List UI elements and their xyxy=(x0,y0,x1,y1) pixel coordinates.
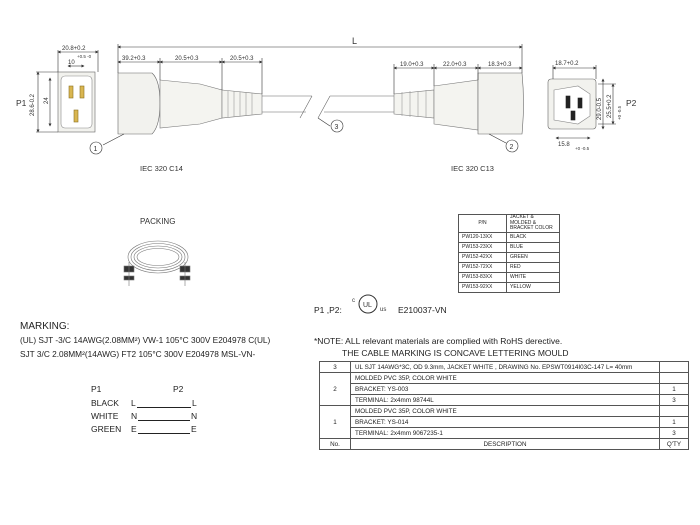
wiring-p1-pin: N xyxy=(131,411,138,421)
rohs-note: *NOTE: ALL relevant materials are compli… xyxy=(314,336,563,346)
dim-p1-height: 28.6-0.2 xyxy=(30,93,36,116)
bom-desc: BRACKET: YS-003 xyxy=(350,383,660,395)
callout-1: 1 xyxy=(94,146,98,153)
dimension-texts: L 20.8+0.2 10 +0.5 -0 28.6-0.2 24 39.2+0… xyxy=(30,36,622,151)
dim-c13-a: 19.0+0.3 xyxy=(400,62,424,68)
dim-p1-height-inner: 24 xyxy=(44,97,50,104)
wiring-color: BLACK xyxy=(91,398,119,408)
cert-ul: UL xyxy=(363,302,372,309)
label-iec-c14: IEC 320 C14 xyxy=(140,164,183,173)
bom-desc: TERMINAL: 2x4mm 98744L xyxy=(350,394,660,406)
wiring-line xyxy=(137,407,191,408)
pn-cell: PW152-42XX xyxy=(458,251,507,263)
bom-desc: BRACKET: YS-014 xyxy=(350,416,660,428)
dim-c14-b: 20.5+0.3 xyxy=(175,56,199,62)
marking-note: THE CABLE MARKING IS CONCAVE LETTERING M… xyxy=(342,348,569,358)
wiring-line xyxy=(138,420,190,421)
pn-cell: PW153-92XX xyxy=(458,281,507,293)
bom-desc: TERMINAL: 2x4mm 9067235-1 xyxy=(350,427,660,439)
bom-no: 3 xyxy=(319,361,351,373)
bom-header-no: No. xyxy=(319,438,351,450)
dim-l: L xyxy=(352,36,357,46)
bom-qty xyxy=(659,372,689,384)
bom-qty xyxy=(659,405,689,417)
dim-p1-inner: 10 xyxy=(68,60,75,66)
connector-c14 xyxy=(117,72,263,135)
bom-no: 2 xyxy=(319,372,351,406)
bom-qty: 3 xyxy=(659,394,689,406)
wiring-p2-pin: E xyxy=(191,424,197,434)
marking-line-2: SJT 3/C 2.08MM²(14AWG) FT2 105°C 300V E2… xyxy=(20,349,256,359)
wiring-p2-pin: N xyxy=(191,411,198,421)
dim-p1-width: 20.8+0.2 xyxy=(62,46,86,52)
bom-no: 1 xyxy=(319,405,351,439)
bom-qty: 3 xyxy=(659,427,689,439)
dim-p2-bottom-tol: +0 -0.5 xyxy=(575,146,590,151)
pn-header: P/N xyxy=(458,214,507,233)
bom-qty: 1 xyxy=(659,416,689,428)
part-number-table: P/N JACKET & MOLDED & BRACKET COLOR PW12… xyxy=(458,214,560,293)
wiring-p2-header: P2 xyxy=(173,384,184,394)
p2-face-view xyxy=(547,65,616,140)
wiring-p1-header: P1 xyxy=(91,384,102,394)
wiring-color: GREEN xyxy=(91,424,122,434)
wiring-p2-pin: L xyxy=(192,398,197,408)
label-p2: P2 xyxy=(626,98,637,108)
bom-header-desc: DESCRIPTION xyxy=(350,438,660,450)
wiring-line xyxy=(138,433,190,434)
callout-2: 2 xyxy=(510,144,514,151)
drawing-labels: P1 P2 IEC 320 C14 IEC 320 C13 1 2 3 PACK… xyxy=(16,98,637,313)
ul-certification-mark xyxy=(358,294,378,314)
dim-c13-b: 22.0+0.3 xyxy=(443,62,467,68)
color-header: JACKET & MOLDED & BRACKET COLOR xyxy=(506,214,560,233)
marking-title: MARKING: xyxy=(20,321,70,332)
dim-p2-bottom: 15.8 xyxy=(558,142,570,148)
cert-us: us xyxy=(380,307,386,313)
dim-c14-c: 20.5+0.3 xyxy=(230,56,254,62)
pn-cell: PW120-13XX xyxy=(458,231,507,243)
pn-cell: PW153-83XX xyxy=(458,271,507,283)
pn-cell: PW152-72XX xyxy=(458,261,507,273)
color-cell: YELLOW xyxy=(506,281,560,293)
dim-p1-inner-tol: +0.5 -0 xyxy=(77,54,92,59)
color-cell: WHITE xyxy=(506,271,560,283)
cert-prefix: P1 ,P2: xyxy=(314,305,342,315)
marking-line-1: (UL) SJT -3/C 14AWG(2.08MM²) VW-1 105°C … xyxy=(20,335,271,345)
color-cell: BLACK xyxy=(506,231,560,243)
dim-c14-a: 39.2+0.3 xyxy=(122,56,146,62)
cert-number: E210037-VN xyxy=(398,305,447,315)
color-cell: BLUE xyxy=(506,241,560,253)
wiring-color: WHITE xyxy=(91,411,119,421)
pn-cell: PW153-23XX xyxy=(458,241,507,253)
dim-p2-h1-tol: +0 -0.5 xyxy=(617,105,622,120)
bom-desc: UL SJT 14AWG*3C, OD 9.3mm, JACKET WHITE … xyxy=(350,361,660,373)
label-p1: P1 xyxy=(16,98,27,108)
color-cell: RED xyxy=(506,261,560,273)
dim-p2-h1: 29.0-0.5 xyxy=(597,97,603,120)
callout-3: 3 xyxy=(335,124,339,131)
bom-desc: MOLDED PVC 35P, COLOR WHITE xyxy=(350,372,660,384)
cable xyxy=(262,95,394,133)
bom-qty xyxy=(659,361,689,373)
dim-p2-width: 18.7+0.2 xyxy=(555,61,579,67)
color-cell: GREEN xyxy=(506,251,560,263)
bom-header-qty: Q'TY xyxy=(659,438,689,450)
bom-desc: MOLDED PVC 35P, COLOR WHITE xyxy=(350,405,660,417)
dim-p2-h2: 25.5+0.2 xyxy=(607,94,613,118)
p1-face-view xyxy=(36,50,99,133)
label-packing: PACKING xyxy=(140,217,175,226)
cert-c: c xyxy=(352,298,355,304)
bom-qty: 1 xyxy=(659,383,689,395)
packing-coil-illustration xyxy=(123,240,191,286)
bom-table: 3 UL SJT 14AWG*3C, OD 9.3mm, JACKET WHIT… xyxy=(319,361,689,450)
wiring-p1-pin: L xyxy=(131,398,136,408)
label-iec-c13: IEC 320 C13 xyxy=(451,164,494,173)
dim-c13-c: 18.3+0.3 xyxy=(488,62,512,68)
wiring-p1-pin: E xyxy=(131,424,137,434)
connector-c13 xyxy=(393,72,524,135)
